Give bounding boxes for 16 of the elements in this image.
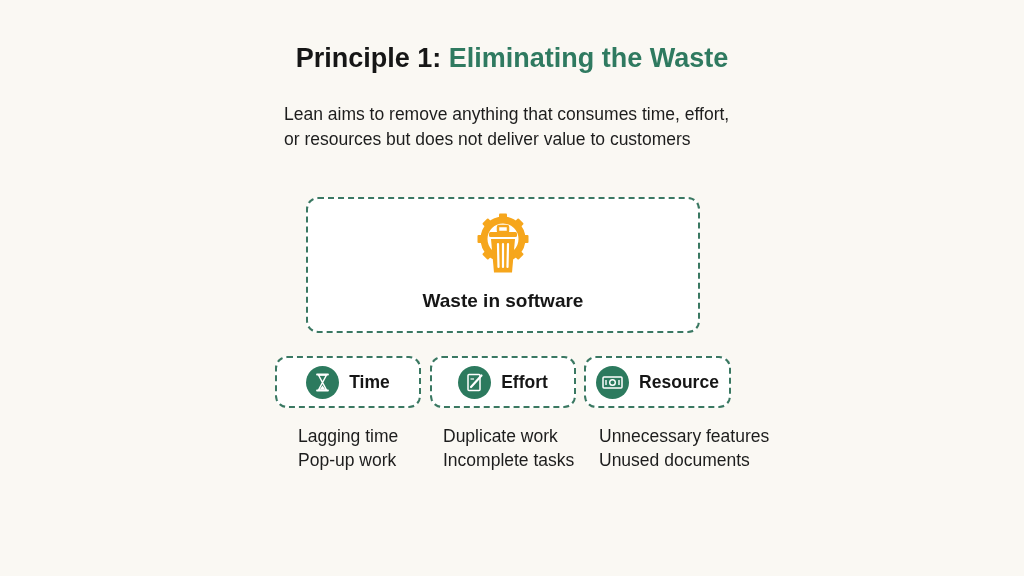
list-item-text: Pop-up work [298,449,397,472]
list-item-text: Lagging time [298,425,399,448]
list-item-text: Duplicate work [443,425,558,448]
title-text: Principle 1: Eliminating the Waste [295,42,729,74]
box-label: Resource [639,371,719,393]
box-label: Effort [501,371,548,393]
list-item-text: Incomplete tasks [443,449,575,472]
box-label: Waste in software [422,290,584,312]
dashed-box [306,197,700,333]
dashed-box [430,356,576,408]
list-item-text: Unused documents [599,449,750,472]
dashed-box [275,356,421,408]
box-label: Time [349,371,390,393]
dashed-box [584,356,731,408]
description-text: Lean aims to remove anything that consumes time, effort, or resources but does not deliver value to customers [284,103,731,151]
list-item-text: Unnecessary features [599,425,770,448]
